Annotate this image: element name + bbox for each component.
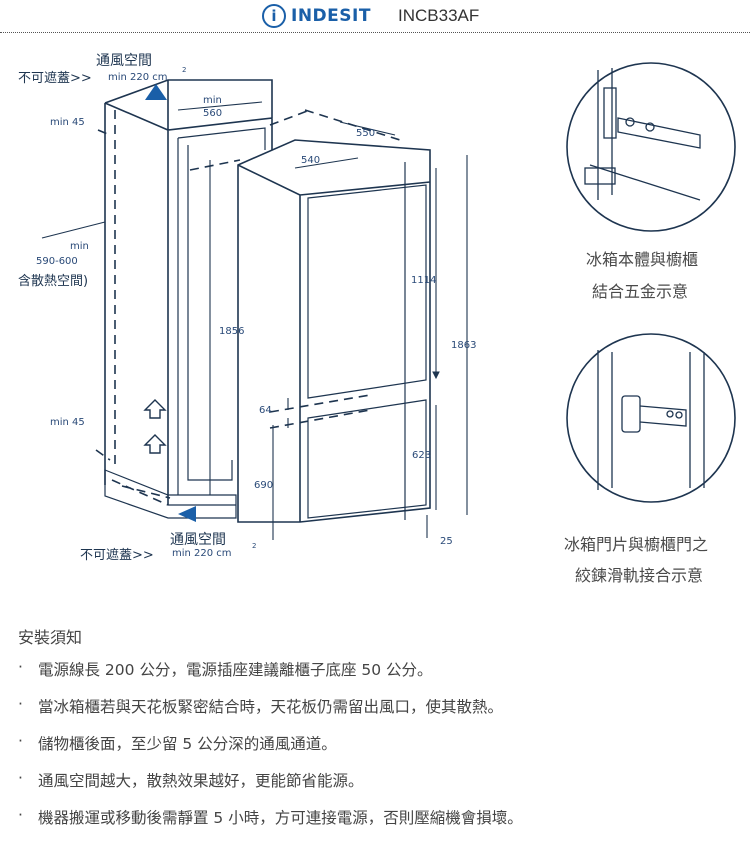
- vent-arrow-bottom: [178, 506, 196, 522]
- min-560-label: min: [203, 95, 222, 106]
- vent-bottom-sup: 2: [252, 542, 257, 550]
- notes-list: · 電源線長 200 公分，電源插座建議離櫃子底座 50 公分。 · 當冰箱櫃若與天…: [18, 658, 738, 843]
- bracket-plate: [603, 87, 617, 139]
- bracket-screw-1: [625, 117, 635, 127]
- bullet: ·: [18, 769, 23, 787]
- notes-title: 安裝須知: [18, 628, 83, 647]
- vent-bottom-label: 通風空間: [170, 532, 226, 548]
- list-item: · 儲物櫃後面，至少留 5 公分深的通風通道。: [18, 732, 738, 769]
- detail-circle-bracket: [566, 62, 736, 232]
- caption-hinge-line1: 冰箱門片與櫥櫃門之: [564, 535, 709, 554]
- min-side-label: min: [70, 241, 89, 252]
- note-text: 機器搬運或移動後需靜置 5 小時，方可連接電源，否則壓縮機會損壞。: [38, 809, 523, 827]
- no-cover-bottom-label: 不可遮蓋>>: [80, 548, 154, 563]
- vent-top-label: 通風空間: [96, 53, 152, 69]
- height-1863-label: 1863: [451, 340, 477, 351]
- door-gap-dashes: [189, 109, 401, 429]
- brand-logo: i INDESIT: [262, 4, 371, 28]
- gap-25-label: 25: [440, 536, 453, 547]
- cabinet-inner: [177, 127, 266, 495]
- cabinet-dashed-edges: [95, 110, 171, 506]
- bracket-foot: [584, 167, 616, 185]
- height-1114-label: 1114: [411, 275, 437, 286]
- vent-arrow-top: [145, 84, 167, 100]
- bracket-screw-2: [645, 122, 655, 132]
- bullet: ·: [18, 658, 23, 676]
- hinge-plate: [621, 395, 641, 433]
- note-text: 電源線長 200 公分，電源插座建議離櫃子底座 50 公分。: [38, 661, 433, 679]
- hinge-screw-1: [666, 410, 674, 418]
- cabinet-base: [104, 469, 237, 519]
- hinge-arm: [639, 405, 687, 427]
- min45-bottom-label: min 45: [50, 417, 85, 428]
- i-circle-icon: i: [262, 4, 286, 28]
- width-550-label: 550: [356, 128, 376, 139]
- list-item: · 電源線長 200 公分，電源插座建議離櫃子底座 50 公分。: [18, 658, 738, 695]
- fridge-body: [237, 139, 431, 523]
- airflow-arrow-upper: [143, 399, 167, 419]
- detail-circle-hinge: [566, 333, 736, 503]
- bullet: ·: [18, 806, 23, 824]
- fridge-door-lower: [307, 399, 427, 519]
- height-623-label: 623: [412, 450, 432, 461]
- bullet: ·: [18, 732, 23, 750]
- hinge-panel: [597, 350, 705, 490]
- vent-bottom-min-label: min 220 cm: [172, 548, 232, 559]
- header: i INDESIT INCB33AF: [0, 0, 750, 34]
- note-text: 通風空間越大，散熱效果越好，更能節省能源。: [38, 772, 364, 790]
- installation-diagram: [41, 62, 736, 540]
- range-590-600-label: 590-600: [36, 256, 78, 267]
- header-divider: [0, 32, 750, 33]
- note-text: 儲物櫃後面，至少留 5 公分深的通風通道。: [38, 735, 337, 753]
- vent-top-min-label: min 220 cm: [108, 72, 168, 83]
- airflow-arrow-lower: [143, 434, 167, 454]
- dim-line-side: [41, 221, 106, 239]
- dim-line-540: [294, 157, 359, 169]
- width-560-label: 560: [203, 108, 223, 119]
- width-540-label: 540: [301, 155, 321, 166]
- model-number: INCB33AF: [398, 6, 480, 25]
- dim-line-560: [177, 101, 263, 111]
- vent-top-sup: 2: [182, 66, 187, 74]
- fridge-door-upper: [307, 184, 427, 399]
- heat-space-label: 含散熱空間): [18, 274, 89, 289]
- note-text: 當冰箱櫃若與天花板緊密結合時，天花板仍需留出風口，使其散熱。: [38, 698, 504, 716]
- hinge-screw-2: [675, 411, 683, 419]
- min45-top-label: min 45: [50, 117, 85, 128]
- dim-line-550: [339, 121, 396, 136]
- bracket-panel: [589, 68, 701, 201]
- list-item: · 當冰箱櫃若與天花板緊密結合時，天花板仍需留出風口，使其散熱。: [18, 695, 738, 732]
- caption-hinge-line2: 絞鍊滑軌接合示意: [575, 566, 704, 585]
- caption-bracket-line1: 冰箱本體與櫥櫃: [586, 250, 699, 269]
- no-cover-top-label: 不可遮蓋>>: [18, 71, 92, 86]
- brand-name: INDESIT: [291, 6, 371, 26]
- height-690-label: 690: [254, 480, 274, 491]
- list-item: · 機器搬運或移動後需靜置 5 小時，方可連接電源，否則壓縮機會損壞。: [18, 806, 738, 843]
- gap-64-label: 64: [259, 405, 272, 416]
- cabinet-outline: [104, 79, 273, 505]
- bracket-bar: [617, 117, 701, 149]
- caption-bracket-line2: 結合五金示意: [592, 282, 689, 301]
- height-1856-label: 1856: [219, 326, 245, 337]
- list-item: · 通風空間越大，散熱效果越好，更能節省能源。: [18, 769, 738, 806]
- bullet: ·: [18, 695, 23, 713]
